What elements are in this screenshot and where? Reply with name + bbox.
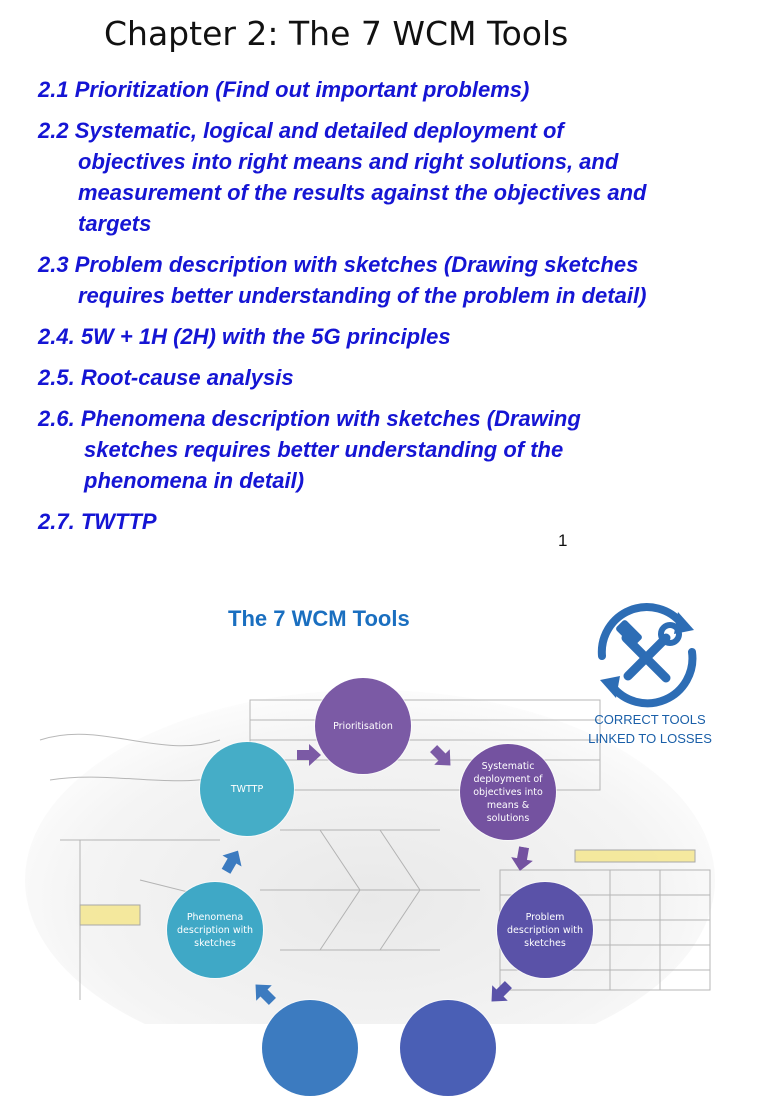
page-number: 1 (558, 531, 568, 550)
node-label: TWTTP (230, 783, 264, 795)
list-item: 2.4. 5W + 1H (2H) with the 5G principles (38, 321, 763, 352)
item-text: Problem description with sketches (Drawi… (74, 252, 639, 277)
item-number: 2.4. (38, 324, 81, 349)
page-title: Chapter 2: The 7 WCM Tools (104, 14, 569, 53)
arrow-down-left-icon (491, 980, 513, 1002)
item-text: Prioritization (Find out important probl… (74, 77, 530, 102)
prioritisation-node: Prioritisation (315, 678, 411, 774)
item-number: 2.1 (38, 77, 75, 102)
list-item: 2.2 Systematic, logical and detailed dep… (38, 115, 763, 239)
item-number: 2.6. (38, 406, 81, 431)
item-number: 2.2 (38, 118, 75, 143)
tools-logo-icon (582, 594, 712, 714)
item-number: 2.5. (38, 365, 81, 390)
item-text: measurement of the results against the o… (78, 180, 647, 205)
arrow-right-icon (297, 744, 321, 766)
list-item: 2.3 Problem description with sketches (D… (38, 249, 763, 311)
node-label: Problem description with sketches (507, 911, 583, 949)
list-item: 2.7. TWTTP (38, 506, 763, 537)
list-item: 2.1 Prioritization (Find out important p… (38, 74, 763, 105)
item-text: targets (78, 211, 152, 236)
arrow-down-icon (511, 846, 533, 871)
node-label: Prioritisation (333, 720, 393, 732)
logo-caption: CORRECT TOOLS LINKED TO LOSSES (560, 710, 740, 748)
node-label: Phenomena description with sketches (177, 911, 253, 949)
item-text: sketches requires better understanding o… (84, 437, 564, 462)
logo-caption-line: LINKED TO LOSSES (588, 731, 712, 746)
list-item: 2.5. Root-cause analysis (38, 362, 763, 393)
item-text: TWTTP (80, 509, 157, 534)
item-number: 2.7. (38, 509, 81, 534)
problem-description-node: Problem description with sketches (497, 882, 593, 978)
item-text: Systematic, logical and detailed deploym… (74, 118, 564, 143)
bottom-right-node (400, 1000, 496, 1096)
tool-list: 2.1 Prioritization (Find out important p… (38, 74, 763, 547)
arrow-down-right-icon (429, 744, 451, 766)
item-text: Root-cause analysis (80, 365, 294, 390)
item-text: phenomena in detail) (84, 468, 305, 493)
arrow-up-icon (221, 850, 242, 874)
item-text: 5W + 1H (2H) with the 5G principles (80, 324, 451, 349)
systematic-deployment-node: Systematic deployment of objectives into… (460, 744, 556, 840)
item-text: Phenomena description with sketches (Dra… (80, 406, 581, 431)
logo-caption-line: CORRECT TOOLS (594, 712, 706, 727)
item-text: requires better understanding of the pro… (78, 283, 647, 308)
twttp-node: TWTTP (200, 742, 294, 836)
node-label: Systematic deployment of objectives into… (473, 760, 543, 824)
phenomena-description-node: Phenomena description with sketches (167, 882, 263, 978)
item-text: objectives into right means and right so… (78, 149, 619, 174)
bottom-left-node (262, 1000, 358, 1096)
item-number: 2.3 (38, 252, 75, 277)
arrow-up-left-icon (255, 984, 277, 1006)
diagram-title: The 7 WCM Tools (228, 606, 410, 631)
list-item: 2.6. Phenomena description with sketches… (38, 403, 763, 496)
